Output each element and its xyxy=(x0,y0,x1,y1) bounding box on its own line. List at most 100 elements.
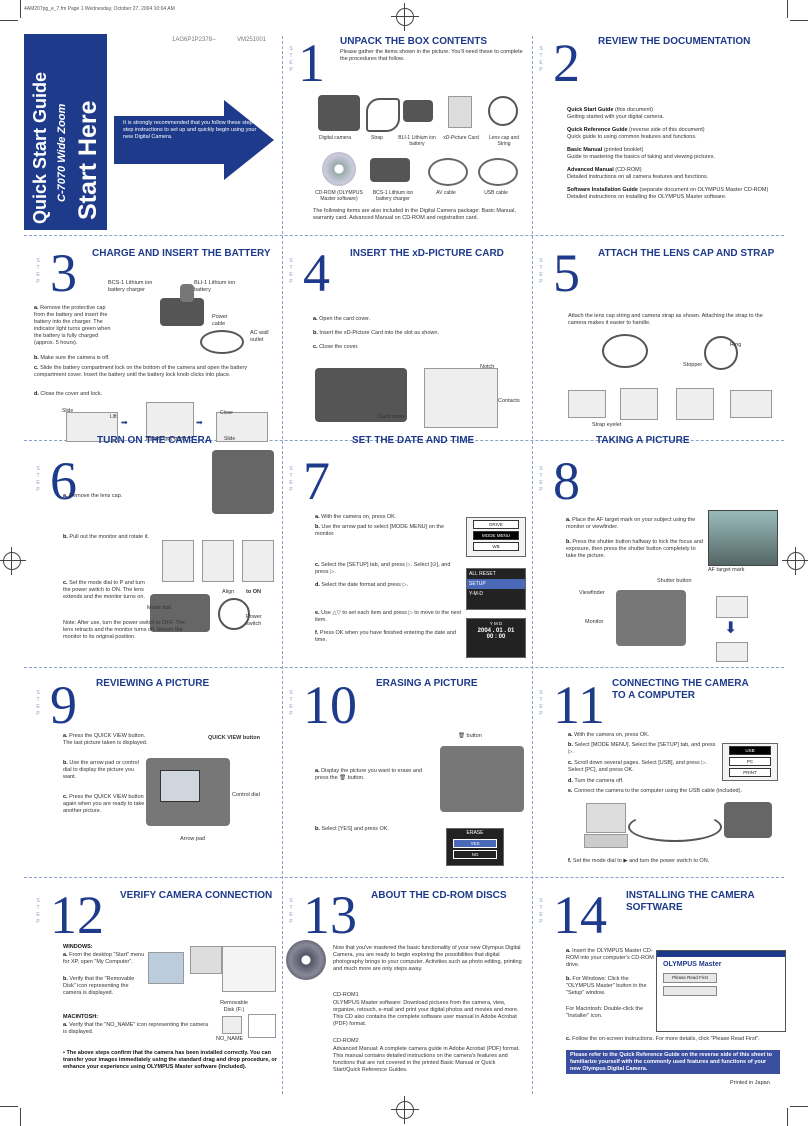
monitor-image xyxy=(160,770,200,802)
step-2-title: REVIEW THE DOCUMENTATION xyxy=(598,36,751,47)
step-6-a: a. Remove the lens cap. xyxy=(63,493,123,499)
cd-rom-1-text: OLYMPUS Master software: Download pictur… xyxy=(333,1000,519,1027)
step-label: S T E P xyxy=(539,46,544,73)
arrow-right-icon: ➡ xyxy=(121,418,128,427)
please-read-first-button[interactable]: Please Read First xyxy=(663,973,717,983)
power-cable-image xyxy=(200,330,244,354)
step-8-b: b. Press the shutter button halfway to l… xyxy=(566,539,703,559)
step-11-c: c. Scroll down several pages. Select [US… xyxy=(568,760,708,773)
crop-mark xyxy=(787,0,788,18)
usb-title: USB xyxy=(729,746,771,755)
step-9-a: a. Press the QUICK VIEW button. The last… xyxy=(63,733,148,746)
step-9-title: REVIEWING A PICTURE xyxy=(96,678,210,689)
column-divider xyxy=(282,36,283,1094)
step-12-number: 12 xyxy=(50,885,104,945)
doc-item: Basic Manual (printed booklet) Guide to … xyxy=(567,147,715,160)
item-label: Strap xyxy=(371,135,383,141)
registration-mark-right xyxy=(782,547,808,575)
crop-mark xyxy=(0,1106,18,1107)
documentation-list: Quick Start Guide (this document) Gettin… xyxy=(567,107,782,207)
item-label: xD-Picture Card xyxy=(443,135,479,141)
strap-step-4 xyxy=(730,390,772,418)
computer-keyboard-image xyxy=(584,834,628,848)
af-photo-image xyxy=(708,510,778,566)
registration-mark-bottom xyxy=(391,1096,419,1124)
my-computer-icon xyxy=(148,952,184,984)
cover-title: Quick Start Guide xyxy=(30,71,50,224)
quick-reference-note: Please refer to the Quick Reference Guid… xyxy=(566,1050,780,1074)
step-4-title: INSERT THE xD-PICTURE CARD xyxy=(350,248,504,259)
step-1-title: UNPACK THE BOX CONTENTS xyxy=(340,36,488,47)
cd-rom-1-heading: CD-ROM1 xyxy=(333,992,359,998)
step-7-a: a. With the camera on, press OK. xyxy=(315,514,397,520)
cd-rom-image xyxy=(322,152,356,186)
step-6-c: c. Set the mode dial to P and turn the p… xyxy=(63,580,145,600)
charger-label: BCS-1 Lithium ion battery charger xyxy=(108,280,153,293)
step-7-number: 7 xyxy=(303,451,330,511)
no-name-icon xyxy=(222,1016,242,1034)
lens-cap-image xyxy=(488,96,518,126)
step-3-c: c. Slide the battery compartment lock on… xyxy=(34,365,248,378)
outlet-label: AC wall outlet xyxy=(250,330,269,343)
step-6-title: TURN ON THE CAMERA xyxy=(97,435,212,446)
date-value: 2004 . 01 . 01 xyxy=(477,628,515,634)
time-value: 00 : 00 xyxy=(486,634,506,640)
computer-monitor-image xyxy=(586,803,626,833)
step-8-number: 8 xyxy=(553,451,580,511)
camera-lens-cap-image xyxy=(212,450,274,514)
step-label: S T E P xyxy=(36,258,41,285)
crop-mark xyxy=(0,20,18,21)
card-cover-label: Card cover xyxy=(378,414,405,420)
strap-image xyxy=(366,98,400,132)
removable-disk-label: Removable Disk (F:) xyxy=(220,1000,248,1013)
install-button[interactable] xyxy=(663,986,717,996)
doc-item: Quick Reference Guide (reverse side of t… xyxy=(567,127,705,140)
step-3-d: d. Close the cover and lock. xyxy=(34,391,103,397)
step-11-number: 11 xyxy=(553,675,605,735)
setup-row: ALL RESET xyxy=(469,571,496,577)
camera-back-image xyxy=(440,746,524,812)
usb-cable-image xyxy=(628,812,722,842)
step-label: S T E P xyxy=(539,898,544,925)
step-1-intro: Please gather the items shown in the pic… xyxy=(340,49,523,62)
step-14-a: a. Insert the OLYMPUS Master CD-ROM into… xyxy=(566,948,654,968)
to-on-label: to ON xyxy=(246,589,261,595)
notch-label: Notch xyxy=(480,364,495,370)
strap-step-3 xyxy=(676,388,714,420)
item-label: AV cable xyxy=(436,190,456,196)
step-11-b: b. Select [MODE MENU]. Select the [SETUP… xyxy=(568,742,716,755)
doc-item: Software Installation Guide (separate do… xyxy=(567,187,769,200)
step-14-title-line1: INSTALLING THE CAMERA xyxy=(626,890,755,901)
quick-reference-note-text: Please refer to the Quick Reference Guid… xyxy=(570,1052,773,1072)
step-12-title: VERIFY CAMERA CONNECTION xyxy=(120,890,273,901)
step-12-bullet: • The above steps confirm that the camer… xyxy=(63,1050,277,1070)
erase-title: ERASE xyxy=(466,830,484,836)
cover-arrow-text: It is strongly recommended that you foll… xyxy=(123,120,263,140)
xd-card-image xyxy=(448,96,472,128)
step-1-footer: The following items are also included in… xyxy=(313,208,516,221)
start-here-title: Start Here xyxy=(74,100,102,221)
step-11-d: d. Turn the camera off. xyxy=(568,778,624,784)
step-7-b: b. Use the arrow pad to select [MODE MEN… xyxy=(315,524,444,537)
power-switch-image xyxy=(218,598,250,630)
crop-mark xyxy=(787,1108,788,1126)
camera-image xyxy=(724,802,772,838)
step-11-title-line2: TO A COMPUTER xyxy=(612,690,695,701)
row-divider xyxy=(24,667,784,668)
crop-mark xyxy=(790,20,808,21)
step-5-title: ATTACH THE LENS CAP AND STRAP xyxy=(598,248,775,259)
ring-label: Ring xyxy=(730,342,742,348)
charger-image xyxy=(160,298,204,326)
battery-image xyxy=(403,100,433,122)
date-format: Y M D xyxy=(489,621,503,626)
explorer-window-image xyxy=(222,946,276,992)
printed-in-label: Printed in Japan xyxy=(730,1080,770,1086)
step-10-number: 10 xyxy=(303,675,357,735)
battery-image xyxy=(180,284,194,302)
step-2-number: 2 xyxy=(553,33,580,93)
start-here-arrow xyxy=(114,100,274,180)
strap-step-1 xyxy=(568,390,606,418)
row-divider xyxy=(24,877,784,878)
item-label: BLI-1 Lithium ion battery xyxy=(398,135,436,147)
mac-window-image xyxy=(248,1014,276,1038)
